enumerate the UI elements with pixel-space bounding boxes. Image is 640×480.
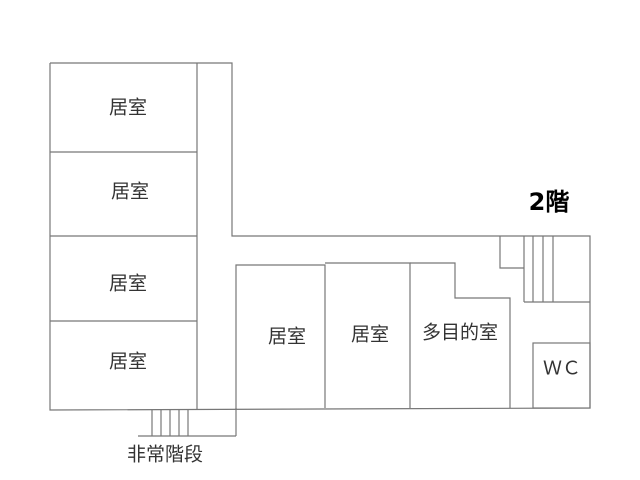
- room-label: 居室: [109, 97, 147, 119]
- emergency-stairs-label: 非常階段: [127, 444, 203, 466]
- room-label: 居室: [268, 326, 306, 348]
- interior-stairs: [499, 236, 590, 303]
- room-label: 居室: [111, 181, 149, 203]
- room-label: 居室: [351, 324, 389, 346]
- wc-label: ＷＣ: [543, 358, 581, 380]
- multipurpose-room-label: 多目的室: [422, 322, 498, 344]
- walls: [49, 62, 591, 411]
- room-label: 居室: [109, 351, 147, 373]
- floor-label: 2階: [529, 188, 570, 216]
- room-label: 居室: [109, 273, 147, 295]
- wc-room: [532, 342, 591, 409]
- emergency-stairs-drawing: [138, 408, 237, 437]
